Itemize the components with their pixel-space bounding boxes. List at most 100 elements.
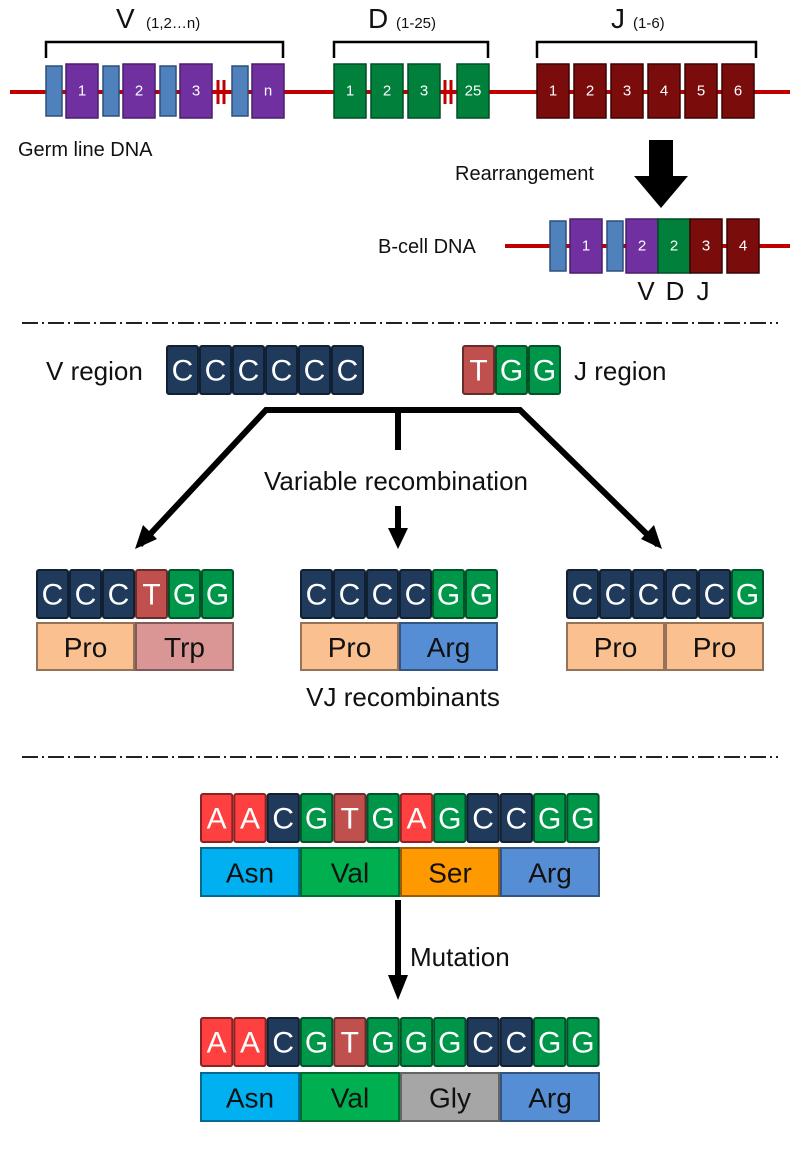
d-label: D: [368, 3, 388, 34]
bcell-j-segment-3: [689, 218, 723, 274]
nucleotide-A: A: [406, 803, 426, 836]
nucleotide-C: C: [506, 803, 528, 836]
v-segment-n: [251, 63, 285, 119]
d-segment-1: [333, 63, 367, 119]
nucleotide-A: A: [240, 1027, 260, 1060]
amino-acid-pro: Pro: [693, 632, 737, 663]
nucleotide-C: C: [75, 579, 97, 612]
v-range: (1,2…n): [146, 15, 200, 32]
j-region-label: J region: [574, 356, 667, 386]
nucleotide-G: G: [371, 803, 394, 836]
nucleotide-box: [632, 569, 665, 619]
germline-caption: Germ line DNA: [18, 139, 153, 161]
nucleotide-box: [299, 793, 334, 843]
amino-acid-box: [135, 622, 234, 671]
nucleotide-box: [599, 569, 632, 619]
nucleotide-G: G: [438, 803, 461, 836]
nucleotide-A: A: [207, 1027, 227, 1060]
nucleotide-C: C: [108, 579, 130, 612]
nucleotide-box: [433, 1017, 467, 1067]
center-arrowhead: [388, 528, 408, 549]
v-segment-3: [179, 63, 213, 119]
nucleotide-G: G: [438, 1027, 461, 1060]
nucleotide-C: C: [304, 355, 326, 388]
j-segment-4-label: 4: [660, 83, 668, 100]
bcell-j-segment-4-label: 4: [739, 238, 747, 255]
amino-acid-box: [200, 1072, 300, 1122]
amino-acid-arg: Arg: [427, 632, 471, 663]
nucleotide-box: [462, 345, 495, 395]
nucleotide-box: [399, 793, 434, 843]
nucleotide-box: [466, 1017, 500, 1067]
right-arrowhead: [641, 525, 662, 549]
nucleotide-box: [168, 569, 201, 619]
nucleotide-box: [333, 1017, 367, 1067]
amino-acid-pro: Pro: [594, 632, 638, 663]
nucleotide-box: [166, 345, 199, 395]
nucleotide-A: A: [240, 803, 260, 836]
variable-recombination-label: Variable recombination: [264, 466, 528, 496]
j-segment-5: [684, 63, 718, 119]
nucleotide-box: [36, 569, 69, 619]
nucleotide-C: C: [272, 803, 294, 836]
nucleotide-T: T: [469, 355, 487, 388]
nucleotide-G: G: [538, 803, 561, 836]
nucleotide-C: C: [238, 355, 260, 388]
d-segment-25: [456, 63, 490, 119]
nucleotide-box: [331, 345, 364, 395]
nucleotide-box: [566, 569, 599, 619]
nucleotide-box: [465, 569, 498, 619]
amino-acid-box: [665, 622, 764, 671]
amino-acid-asn: Asn: [226, 858, 274, 889]
nucleotide-box: [432, 569, 465, 619]
j-bracket: [535, 40, 758, 58]
nucleotide-box: [200, 793, 234, 843]
germline-section: V (1,2…n) D (1-25) J (1-6) 1 2 3 n 1: [10, 3, 790, 161]
amino-acid-box: [36, 622, 135, 671]
nucleotide-box: [265, 345, 298, 395]
v-segment-2: [122, 63, 156, 119]
vdj-label-d: D: [666, 276, 685, 306]
bcell-d-segment-2: [657, 218, 691, 274]
nucleotide-G: G: [533, 355, 556, 388]
nucleotide-box: [266, 793, 300, 843]
amino-acid-box: [400, 847, 500, 897]
nucleotide-box: [366, 793, 400, 843]
v-spacer: [231, 65, 249, 117]
vdj-label-v: V: [637, 276, 655, 306]
rearrangement-label: Rearrangement: [455, 163, 594, 185]
nucleotide-box: [528, 345, 561, 395]
bcell-v-segment-1: [569, 218, 603, 274]
nucleotide-C: C: [638, 579, 660, 612]
nucleotide-box: [298, 345, 331, 395]
nucleotide-C: C: [405, 579, 427, 612]
nucleotide-C: C: [272, 1027, 294, 1060]
nucleotide-C: C: [472, 1027, 494, 1060]
j-label: J: [611, 3, 625, 34]
nucleotide-G: G: [305, 803, 328, 836]
nucleotide-C: C: [704, 579, 726, 612]
j-segment-4: [647, 63, 681, 119]
nucleotide-C: C: [271, 355, 293, 388]
nucleotide-C: C: [372, 579, 394, 612]
nucleotide-C: C: [205, 355, 227, 388]
nucleotide-box: [466, 793, 500, 843]
nucleotide-box: [200, 1017, 234, 1067]
nucleotide-box: [333, 793, 367, 843]
amino-acid-ser: Ser: [428, 858, 472, 889]
nucleotide-G: G: [371, 1027, 394, 1060]
nucleotide-C: C: [337, 355, 359, 388]
v-bracket: [44, 40, 285, 58]
bcell-v-segment-1-label: 1: [582, 238, 590, 255]
nucleotide-C: C: [42, 579, 64, 612]
rearrangement-section: Rearrangement B-cell DNA 1 2 2 3 4 V D J: [378, 140, 790, 306]
amino-acid-arg: Arg: [528, 1083, 572, 1114]
j-segment-2: [573, 63, 607, 119]
amino-acid-box: [500, 1072, 600, 1122]
v-segment-1-label: 1: [78, 83, 86, 100]
bcell-v-segment-2-label: 2: [638, 238, 646, 255]
